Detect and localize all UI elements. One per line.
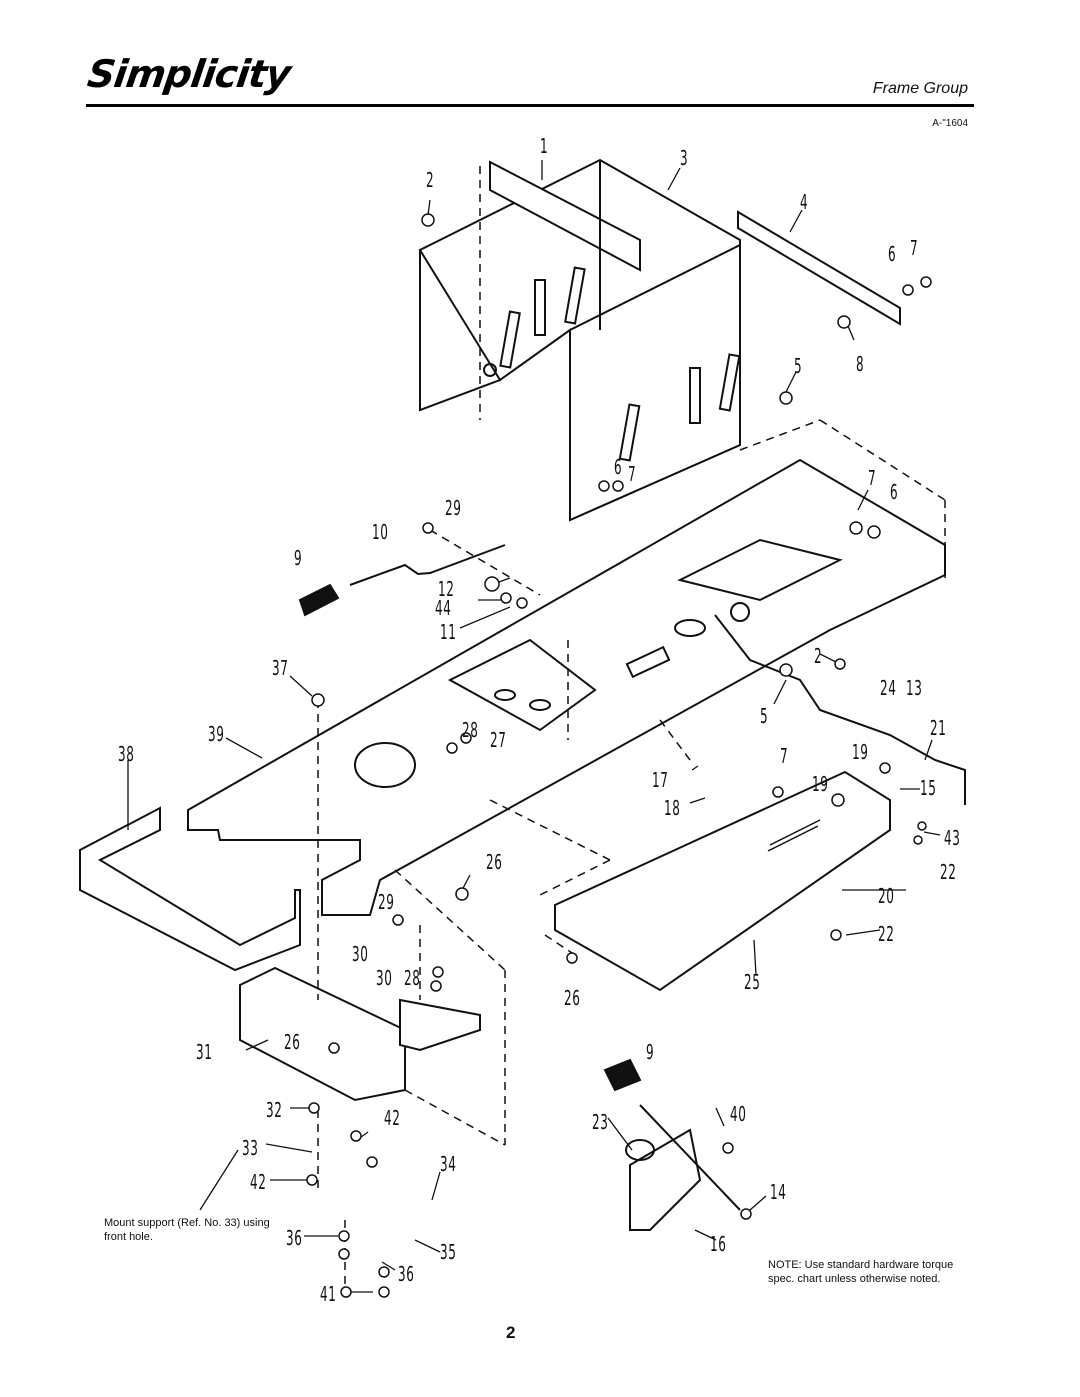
callout-20: 20 (878, 884, 895, 908)
callout-2: 2 (814, 644, 823, 668)
callout-36: 36 (398, 1262, 415, 1286)
callout-2: 2 (426, 168, 435, 192)
rod-part-10 (349, 544, 506, 586)
side-bracket-part (399, 998, 481, 1052)
callout-22: 22 (940, 860, 957, 884)
callout-14: 14 (770, 1180, 787, 1204)
callout-43: 43 (944, 826, 961, 850)
callout-38: 38 (118, 742, 135, 766)
drawing-reference: A-"1604 (932, 118, 968, 129)
callout-31: 31 (196, 1040, 213, 1064)
callout-8: 8 (856, 352, 865, 376)
lever-assembly-part (625, 1104, 741, 1231)
callout-29: 29 (445, 496, 462, 520)
hardware-fasteners (306, 213, 932, 1298)
section-title: Frame Group (872, 80, 968, 97)
callout-30: 30 (352, 942, 369, 966)
knob-part-9 (298, 583, 340, 617)
callout-11: 11 (440, 620, 457, 644)
callout-30: 30 (376, 966, 393, 990)
callout-6: 6 (890, 480, 899, 504)
callout-10: 10 (372, 520, 389, 544)
rear-rail-part (737, 210, 901, 326)
callout-33: 33 (242, 1136, 259, 1160)
callout-7: 7 (910, 236, 919, 260)
callout-7: 7 (780, 744, 789, 768)
callout-23: 23 (592, 1110, 609, 1134)
upper-frame-part (418, 158, 741, 522)
callout-44: 44 (435, 596, 452, 620)
callout-9: 9 (294, 546, 303, 570)
callout-28: 28 (404, 966, 421, 990)
callout-37: 37 (272, 656, 289, 680)
callout-18: 18 (664, 796, 681, 820)
callout-9: 9 (646, 1040, 655, 1064)
callout-35: 35 (440, 1240, 457, 1264)
callout-1: 1 (540, 134, 549, 158)
callout-39: 39 (208, 722, 225, 746)
callout-26: 26 (564, 986, 581, 1010)
callout-34: 34 (440, 1152, 457, 1176)
callout-5: 5 (794, 354, 803, 378)
standard-hardware-note: NOTE: Use standard hardware torque spec.… (768, 1259, 954, 1285)
leader-lines (127, 160, 941, 1293)
callout-22: 22 (878, 922, 895, 946)
callout-42: 42 (384, 1106, 401, 1130)
callout-29: 29 (378, 890, 395, 914)
callout-25: 25 (744, 970, 761, 994)
mount-support-note: Mount support (Ref. No. 33) using front … (104, 1217, 270, 1243)
callout-26: 26 (486, 850, 503, 874)
footrest-slots (767, 819, 821, 852)
callout-13: 13 (906, 676, 923, 700)
callout-19: 19 (852, 740, 869, 764)
callout-3: 3 (680, 146, 689, 170)
callout-36: 36 (286, 1226, 303, 1250)
callout-6: 6 (888, 242, 897, 266)
callout-32: 32 (266, 1098, 283, 1122)
callout-15: 15 (920, 776, 937, 800)
callout-41: 41 (320, 1282, 337, 1306)
callout-19: 19 (812, 772, 829, 796)
main-chassis-part (187, 458, 946, 916)
callout-27: 27 (490, 728, 507, 752)
callout-4: 4 (800, 190, 809, 214)
knob-part-9-lower (603, 1058, 642, 1092)
callout-12: 12 (438, 577, 455, 601)
callout-7: 7 (628, 462, 637, 486)
page-number: 2 (506, 1323, 516, 1342)
rear-bumper-part (79, 806, 301, 972)
callout-28: 28 (462, 718, 479, 742)
callout-7: 7 (868, 466, 877, 490)
dashed-guide-lines (317, 166, 946, 1290)
header-rule (86, 104, 974, 107)
callout-6: 6 (614, 455, 623, 479)
callout-26: 26 (284, 1030, 301, 1054)
rod-part-21 (714, 614, 966, 805)
callout-24: 24 (880, 676, 897, 700)
callout-16: 16 (710, 1232, 727, 1256)
callout-42: 42 (250, 1170, 267, 1194)
callout-21: 21 (930, 716, 947, 740)
callout-17: 17 (652, 768, 669, 792)
callout-5: 5 (760, 704, 769, 728)
callout-40: 40 (730, 1102, 747, 1126)
